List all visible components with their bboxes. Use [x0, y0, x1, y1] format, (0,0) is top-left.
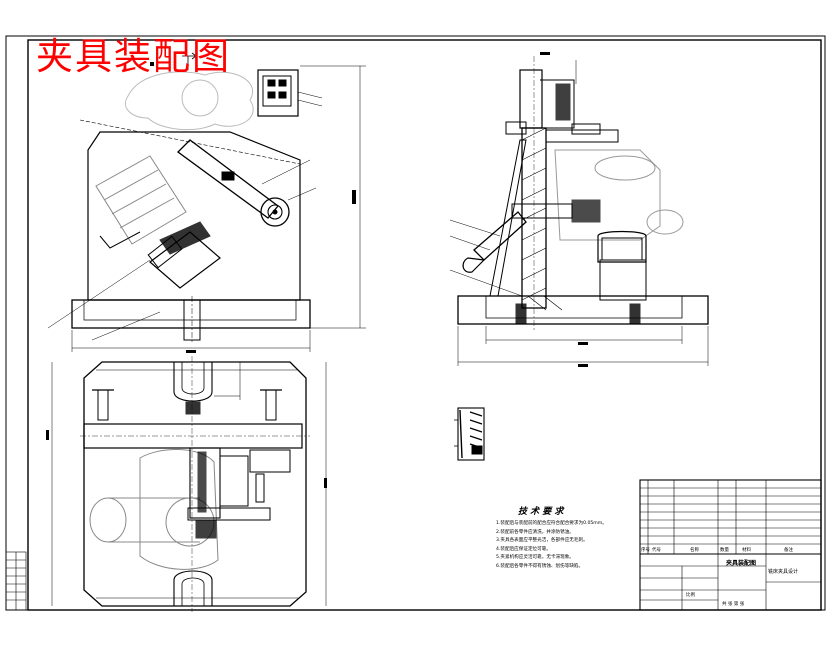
parts-header-code: 代号: [652, 548, 661, 553]
left-strip-table: [5, 551, 27, 611]
dimension-ticks: [46, 52, 588, 488]
company-label: 铣床夹具设计: [768, 569, 799, 575]
technical-note: 1.装配后与装配前的配合应符合配合要求为0.05mm。: [496, 521, 607, 526]
side-view: [449, 56, 709, 366]
parts-header-material: 材料: [742, 548, 751, 553]
outer-frame: [5, 35, 826, 611]
title-block-lines: [639, 479, 822, 611]
parts-header-qty: 数量: [720, 548, 729, 553]
parts-header-index: 序号: [641, 548, 650, 553]
sheet-label: 共 张 第 张: [722, 602, 745, 607]
detail-c-view: [454, 407, 485, 461]
technical-note: 2.装配前各零件应清洗，并涂防锈油。: [496, 529, 574, 535]
technical-requirements-list: 1.装配后与装配前的配合应符合配合要求为0.05mm。 2.装配前各零件应清洗，…: [496, 520, 607, 572]
technical-note: 4.装配后应保证定位可靠。: [496, 546, 551, 552]
parts-header-name: 名称: [690, 548, 699, 553]
technical-requirements-heading: 技 术 要 求: [518, 507, 564, 517]
technical-note: 6.装配后各零件不得有锈蚀、划伤等缺陷。: [496, 563, 584, 569]
technical-note: 5.夹紧机构应灵活可靠，无卡滞现象。: [496, 555, 574, 561]
top-view: [51, 356, 327, 612]
front-view: [47, 52, 366, 352]
drawing-title: 夹具装配图: [36, 35, 231, 78]
technical-note: 3.夹具各表面应平整光洁，各部件应无毛刺。: [496, 538, 588, 544]
inner-frame: [27, 39, 822, 611]
parts-header-remark: 备注: [784, 548, 793, 553]
scale-label: 比例: [686, 593, 695, 598]
drawing-name-label: 夹具装配图: [726, 560, 757, 567]
